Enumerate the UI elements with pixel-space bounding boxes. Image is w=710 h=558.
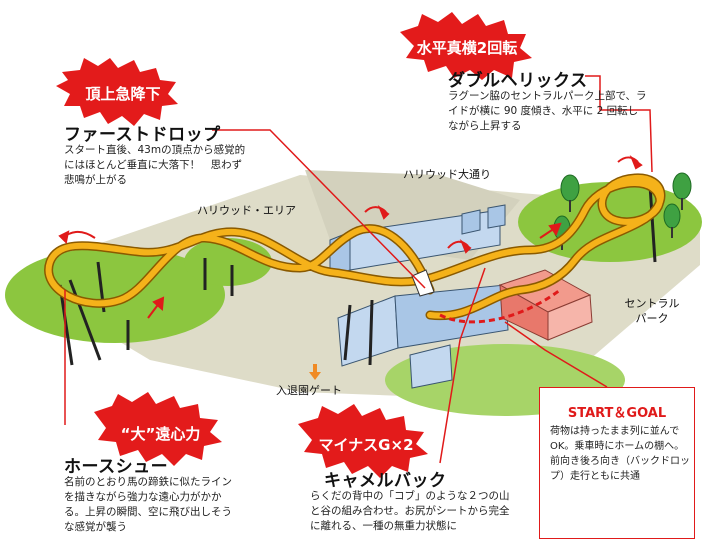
badge-double-helix: 水平真横2回転 <box>416 39 518 57</box>
title-first-drop: ファーストドロップ <box>64 125 221 145</box>
badge-camel: マイナスG×2 <box>318 436 414 454</box>
title-camel: キャメルバック <box>324 471 447 491</box>
direction-arrows <box>58 154 643 319</box>
badge-first-drop: 頂上急降下 <box>85 85 161 103</box>
desc-double-helix: ラグーン脇のセントラルパーク上部で、ライドが横に 90 度傾き、水平に 2 回転… <box>448 90 647 132</box>
track-supports <box>58 184 657 366</box>
label-gate: 入退園ゲート <box>276 384 342 397</box>
desc-first-drop: スタート直後、43mの頂点から感覚的にはほとんど垂直に大落下！ 思わず悲鳴が上が… <box>64 144 246 186</box>
grass-horseshoe <box>5 247 225 343</box>
leader-lines <box>64 75 653 464</box>
label-hollywood-area: ハリウッド・エリア <box>197 204 296 217</box>
start-goal-desc: 荷物は持ったまま列に並んでOK。乗車時にホームの棚へ。前向き後ろ向き（バックドロ… <box>550 426 690 482</box>
title-double-helix: ダブルヘリックス <box>448 71 588 91</box>
label-central-park: セントラルパーク <box>624 297 680 325</box>
burst-double-helix <box>400 12 532 80</box>
station-building <box>498 269 593 341</box>
burst-first-drop <box>56 58 178 126</box>
desc-horseshoe: 名前のとおり馬の蹄鉄に似たラインを描きながら強力な遠心力がかかる。上昇の瞬間、空… <box>64 476 232 533</box>
burst-horseshoe <box>94 392 222 466</box>
badge-horseshoe: “大”遠心力 <box>120 425 201 443</box>
tree-group <box>553 172 692 250</box>
label-hollywood-street: ハリウッド大通り <box>403 168 491 181</box>
station-dashed-track <box>439 288 561 324</box>
title-horseshoe: ホースシュー <box>64 457 169 477</box>
burst-camel <box>298 404 428 478</box>
first-drop-pointer <box>411 269 435 297</box>
coaster-track-fill <box>45 174 664 319</box>
gate-arrow-icon <box>309 364 321 380</box>
desc-camel: らくだの背中の「コブ」のような２つの山と谷の組み合わせ。お尻がシートから完全に離… <box>310 490 510 532</box>
start-goal-box: START＆GOAL 荷物は持ったまま列に並んでOK。乗車時にホームの棚へ。前向… <box>539 387 695 539</box>
start-goal-title: START＆GOAL <box>567 406 667 421</box>
